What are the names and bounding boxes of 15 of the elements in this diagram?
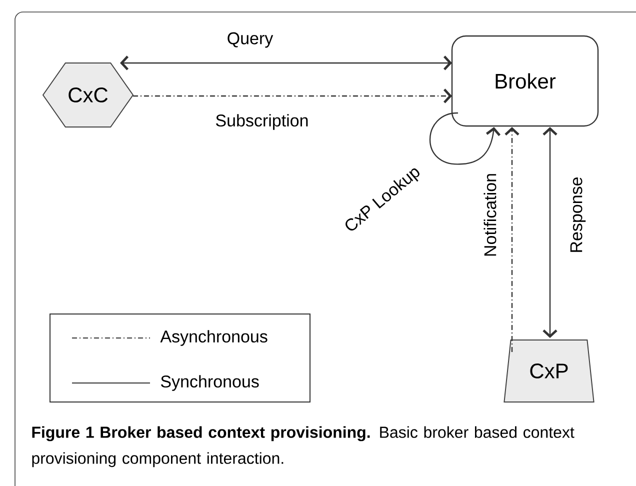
hexagon-node: CxC — [42, 62, 134, 128]
arrow — [120, 56, 452, 70]
legend-label: Asynchronous — [160, 330, 268, 346]
edge-label: Subscription — [214, 113, 310, 131]
rounded-box: Broker — [451, 35, 599, 127]
arrow — [429, 112, 501, 165]
arrow — [542, 126, 558, 338]
arrow — [504, 126, 520, 352]
arrow — [133, 88, 452, 104]
edge-label: Query — [226, 31, 274, 49]
trapezoid-node: CxP — [504, 339, 594, 402]
caption: Figure 1 Broker based context provisioning. Basic broker based context provisioning component interaction. — [32, 426, 574, 468]
edge-label: Notification — [482, 172, 498, 258]
legend-label: Synchronous — [160, 375, 259, 391]
edge-label: Response — [569, 176, 587, 254]
